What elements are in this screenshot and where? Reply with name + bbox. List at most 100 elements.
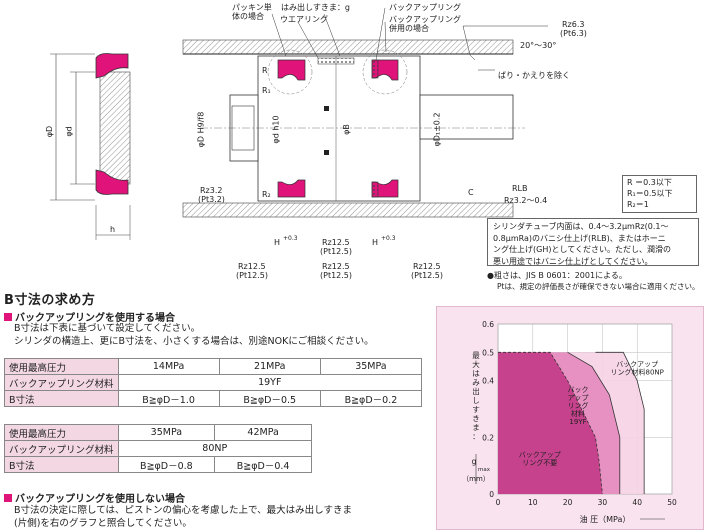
region-label-80np: リング材料80NP xyxy=(611,368,664,377)
roughness-pt63: (Pt6.3) xyxy=(560,29,587,38)
region-label-no-backup: リング不要 xyxy=(522,458,557,467)
region-boundary xyxy=(567,351,621,494)
with-backup-line1: B寸法は下表に基づいて設定してください。 xyxy=(14,323,201,334)
y-axis-label-char: す xyxy=(472,405,480,414)
row-label-material: バックアップリング材料 xyxy=(4,374,119,391)
x-tick-label: 10 xyxy=(528,498,538,507)
y-axis-label-g: g xyxy=(471,457,476,466)
row-label-pressure: 使用最高圧力 xyxy=(4,358,119,375)
heading-marker xyxy=(4,313,12,321)
without-backup-line2: (片側)を右のグラフと照合してください。 xyxy=(14,518,192,529)
section-title: B寸法の求め方 xyxy=(4,293,96,308)
dim-phiD: φD xyxy=(45,125,55,138)
radius-legend: R ＝0.3以下 R₁＝0.5以下 R₂＝1 xyxy=(622,175,697,213)
roughness-pt125-b: (Pt12.5) xyxy=(236,271,269,280)
region-label-80np: バックアップ xyxy=(616,361,658,369)
dim-R1: R₁ xyxy=(262,86,271,95)
b-cell: B≧φD－0.2 xyxy=(319,390,423,407)
heading-without-backup: バックアップリングを使用しない場合 xyxy=(4,490,185,505)
region-0 xyxy=(498,352,603,494)
callout-wear-ring: ウエアリング xyxy=(280,15,328,24)
row-label-b: B寸法 xyxy=(4,390,119,407)
dim-h: h xyxy=(110,225,116,234)
region-label-19yf: アップ xyxy=(568,394,589,402)
row-label-b: B寸法 xyxy=(4,456,119,473)
with-backup-line2: シリンダの構造上、更にB寸法を、小さくする場合は、別途NOKにご相談ください。 xyxy=(14,336,374,347)
roughness-rz125-c: Rz12.5 xyxy=(322,262,350,271)
seal-drawing xyxy=(50,7,548,240)
y-axis-label-char: き xyxy=(472,414,480,423)
region-label-19yf: バック xyxy=(568,386,589,394)
roughness-rz125-d: Rz12.5 xyxy=(413,262,441,271)
jis-note-2: Ptは、規定の評価長さが確保できない場合に適用ください。 xyxy=(497,282,700,291)
y-axis-label-max: max xyxy=(478,467,491,473)
heading-marker xyxy=(4,494,12,502)
roughness-rz125-a: Rz12.5 xyxy=(322,238,350,247)
region-boundary xyxy=(595,351,645,494)
y-axis-label-char: は xyxy=(472,369,480,378)
heading-with-backup: バックアップリングを使用する場合 xyxy=(4,309,175,324)
y-tick-label: 0.4 xyxy=(482,377,494,386)
backup-table-19yf: 使用最高圧力 14MPa 21MPa 35MPa バックアップリング材料 19Y… xyxy=(4,358,423,407)
region-boundary xyxy=(498,351,603,495)
y-tick-label: 0.6 xyxy=(482,320,494,329)
callout-packing-only: パッキン単体の場合 xyxy=(232,3,272,21)
roughness-pt125-a: (Pt12.5) xyxy=(320,247,353,256)
dim-H-left: H xyxy=(274,238,281,247)
y-axis-label-char: み xyxy=(472,378,480,387)
y-axis-label-char: し xyxy=(472,396,480,405)
without-backup-line1: B寸法の決定に際しては、ピストンの偏心を考慮した上で、最大はみ出しすきま xyxy=(14,505,352,516)
callout-burr: ばり・かえりを除く xyxy=(498,71,570,80)
y-axis-label-char: 大 xyxy=(472,359,480,369)
roughness-pt125-c: (Pt12.5) xyxy=(320,271,353,280)
region-label-19yf: 19YF xyxy=(569,418,586,426)
row-label-material: バックアップリング材料 xyxy=(4,440,119,457)
backup-table-80np: 使用最高圧力 35MPa 42MPa バックアップリング材料 80NP B寸法 … xyxy=(4,424,313,473)
roughness-rz125-b: Rz12.5 xyxy=(238,262,266,271)
dim-R2: R₂ xyxy=(262,190,271,199)
callout-with-backup: バックアップリング併用の場合 xyxy=(389,15,461,33)
callout-extrusion-gap: はみ出しすきま：g xyxy=(281,3,350,12)
packing-cross-section xyxy=(50,53,131,240)
pressure-cell: 42MPa xyxy=(214,424,312,441)
y-axis-label-char: 出 xyxy=(472,386,480,396)
b-cell: B≧φD－0.8 xyxy=(117,456,216,473)
dim-R: R xyxy=(262,66,268,75)
material-cell: 80NP xyxy=(117,440,313,457)
roughness-rlb: RLB xyxy=(512,184,528,193)
leader-lines xyxy=(271,7,548,71)
x-tick-label: 20 xyxy=(563,498,573,507)
x-tick-label: 50 xyxy=(667,498,677,507)
pressure-cell: 21MPa xyxy=(218,358,321,375)
dim-phid: φd xyxy=(64,126,74,137)
dim-phiD1: φD₁±0.2 xyxy=(432,112,442,147)
dim-phiB: φB xyxy=(341,124,351,135)
jis-note-1: ●粗さは、JIS B 0601：2001による。 xyxy=(487,271,627,280)
callout-backup-ring: バックアップリング xyxy=(389,3,461,12)
roughness-rz63: Rz6.3 xyxy=(562,20,585,29)
y-tick-label: 0 xyxy=(489,490,494,499)
b-cell: B≧φD－0.4 xyxy=(214,456,312,473)
dim-H-right-tol: +0.3 xyxy=(381,235,396,242)
pressure-cell: 14MPa xyxy=(117,358,220,375)
region-label-no-backup: バックアップ xyxy=(519,451,561,459)
x-tick-label: 30 xyxy=(598,498,608,507)
y-axis-label-char: ： xyxy=(472,432,480,441)
dim-H-left-tol: +0.3 xyxy=(283,235,298,242)
y-tick-label: 0.5 xyxy=(482,348,494,357)
roughness-pt32: (Pt3.2) xyxy=(198,195,225,204)
angle-label: 20°～30° xyxy=(520,41,557,50)
y-axis-label-unit: （mm） xyxy=(462,475,490,483)
material-cell: 19YF xyxy=(117,374,423,391)
dim-C: C xyxy=(468,188,474,197)
y-axis-label-char: ま xyxy=(472,423,480,432)
region-label-19yf: リング xyxy=(568,401,589,410)
dim-H-right: H xyxy=(372,238,379,247)
y-axis-label-char: 最 xyxy=(472,351,480,360)
y-tick-label: 0.2 xyxy=(482,433,494,442)
b-cell: B≧φD－0.5 xyxy=(218,390,321,407)
b-cell: B≧φD－1.0 xyxy=(117,390,220,407)
pressure-cell: 35MPa xyxy=(117,424,216,441)
region-label-19yf: 材料 xyxy=(571,409,585,418)
piston-body xyxy=(200,55,525,202)
